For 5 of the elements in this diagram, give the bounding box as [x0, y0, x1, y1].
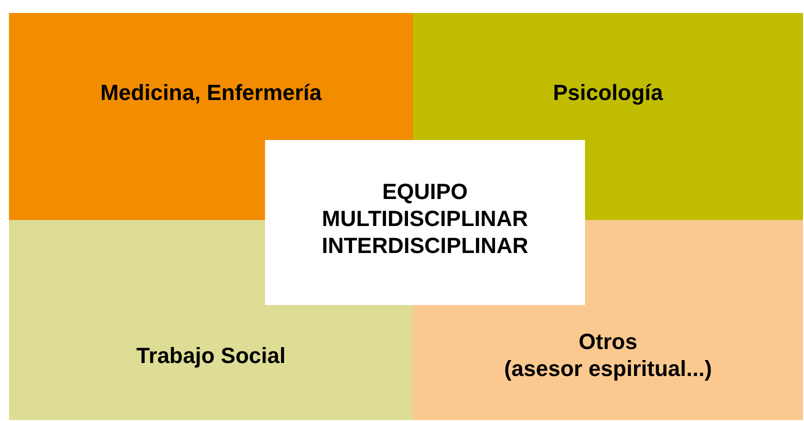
node-label: EQUIPO MULTIDISCIPLINAR INTERDISCIPLINAR	[322, 178, 528, 259]
node-label: Medicina, Enfermería	[100, 79, 322, 106]
node-label: Trabajo Social	[136, 342, 286, 369]
node-label: Otros (asesor espiritual...)	[504, 328, 712, 382]
node-label: Psicología	[552, 79, 664, 106]
